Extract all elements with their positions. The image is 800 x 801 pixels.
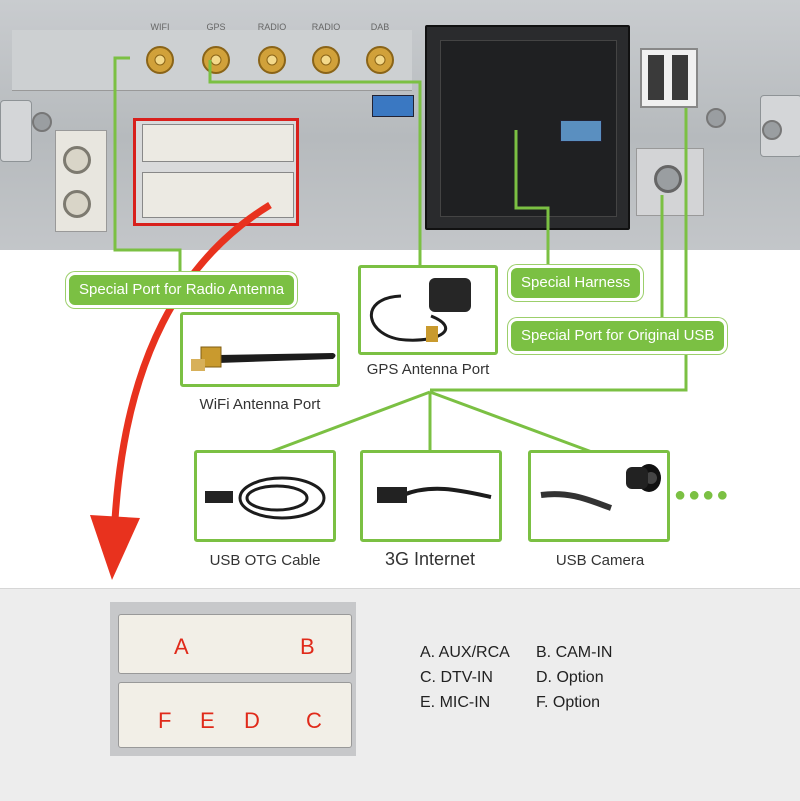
usb-camera-caption: USB Camera [555, 552, 645, 569]
port-label: DAB [370, 22, 390, 32]
legend-item: A. AUX/RCA [420, 644, 510, 661]
more-devices-indicator: ●●●● [674, 484, 731, 506]
legend-item: E. MIC-IN [420, 694, 491, 711]
wifi-antenna-icon [191, 346, 336, 371]
radio-socket [63, 190, 91, 218]
original-usb-label: Special Port for Original USB [508, 318, 728, 354]
connector-bottom [142, 172, 294, 218]
radio-socket [63, 146, 91, 174]
gps-caption: GPS Antenna Port [366, 361, 490, 378]
legend-item: C. DTV-IN [420, 669, 493, 686]
left-bracket [0, 100, 32, 162]
radio-antenna-label: Special Port for Radio Antenna [66, 272, 298, 308]
blue-connector [560, 120, 602, 142]
port-label: RADIO [257, 22, 287, 32]
blue-chip [372, 95, 414, 117]
usb-dongle-icon [377, 486, 492, 503]
arrow-head-icon [90, 515, 140, 580]
gps-antenna-icon [370, 278, 471, 342]
connector-letter-e: E [200, 708, 215, 733]
usb-camera-photo [528, 450, 670, 542]
3g-internet-photo [360, 450, 502, 542]
usb-slot [672, 55, 688, 100]
special-harness-label: Special Harness [508, 265, 644, 301]
legend-item: F. Option [536, 694, 601, 711]
camera-icon [540, 464, 661, 511]
usb-cable-icon [205, 476, 326, 520]
3g-internet-caption: 3G Internet [384, 549, 476, 569]
screw-icon [706, 108, 726, 128]
connector-letter-b: B [300, 634, 315, 659]
connector-letter-c: C [306, 708, 322, 733]
connector-closeup-photo: A B F E D C [110, 602, 356, 756]
usb-slot [648, 55, 664, 100]
curved-arrow-shaft [111, 202, 272, 521]
screw-icon [654, 165, 682, 193]
screw-icon [762, 120, 782, 140]
connector-letter-d: D [244, 708, 260, 733]
connector-top [142, 124, 294, 162]
usb-otg-caption: USB OTG Cable [209, 552, 321, 569]
connector-bottom-plug [118, 682, 352, 748]
connector-letter-a: A [174, 634, 189, 659]
wifi-caption: WiFi Antenna Port [199, 396, 321, 413]
usb-otg-photo [194, 450, 336, 542]
gps-antenna-photo [358, 265, 498, 355]
port-label: RADIO [311, 22, 341, 32]
legend-item: B. CAM-IN [536, 644, 613, 661]
port-label: WIFI [150, 22, 170, 32]
connector-lines [90, 56, 688, 580]
legend-item: D. Option [536, 669, 604, 686]
port-label: GPS [206, 22, 226, 32]
screw-icon [32, 112, 52, 132]
connector-letter-f: F [158, 708, 172, 733]
wifi-antenna-photo [180, 312, 340, 387]
connector-top-plug [118, 614, 352, 674]
